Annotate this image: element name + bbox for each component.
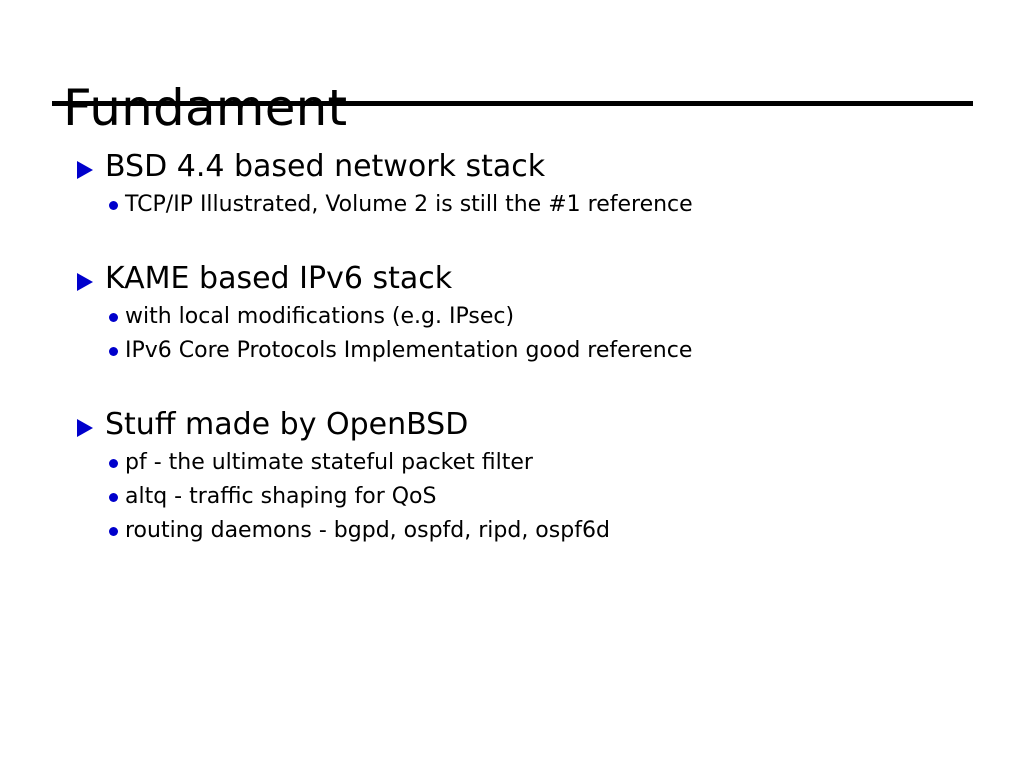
- bullet-group: KAME based IPv6 stack with local modific…: [0, 260, 1024, 368]
- level2-bullet-label: pf - the ultimate stateful packet filter: [125, 450, 533, 475]
- dot-bullet-icon: [109, 313, 118, 322]
- level2-bullet-item: IPv6 Core Protocols Implementation good …: [0, 334, 1024, 368]
- dot-bullet-icon: [109, 201, 118, 210]
- bullet-group: BSD 4.4 based network stack TCP/IP Illus…: [0, 148, 1024, 222]
- level1-bullet-label: KAME based IPv6 stack: [105, 261, 453, 296]
- triangle-right-bullet-icon: [77, 273, 93, 291]
- level2-bullet-label: routing daemons - bgpd, ospfd, ripd, osp…: [125, 518, 610, 543]
- level2-bullet-label: with local modifications (e.g. IPsec): [125, 304, 515, 329]
- level2-bullet-item: pf - the ultimate stateful packet filter: [0, 446, 1024, 480]
- slide-body-content: BSD 4.4 based network stack TCP/IP Illus…: [0, 148, 1024, 548]
- bullet-group: Stuff made by OpenBSD pf - the ultimate …: [0, 406, 1024, 548]
- level1-bullet-item: Stuff made by OpenBSD: [0, 406, 1024, 446]
- level2-bullet-item: altq - traffic shaping for QoS: [0, 480, 1024, 514]
- level2-bullet-item: with local modifications (e.g. IPsec): [0, 300, 1024, 334]
- title-underline-rule: [52, 101, 973, 106]
- level2-bullet-item: TCP/IP Illustrated, Volume 2 is still th…: [0, 188, 1024, 222]
- level2-bullet-label: altq - traffic shaping for QoS: [125, 484, 437, 509]
- dot-bullet-icon: [109, 493, 118, 502]
- level2-bullet-label: IPv6 Core Protocols Implementation good …: [125, 338, 693, 363]
- triangle-right-bullet-icon: [77, 161, 93, 179]
- dot-bullet-icon: [109, 527, 118, 536]
- level2-bullet-item: routing daemons - bgpd, ospfd, ripd, osp…: [0, 514, 1024, 548]
- level1-bullet-label: Stuff made by OpenBSD: [105, 407, 469, 442]
- slide-title: Fundament: [63, 78, 348, 137]
- triangle-right-bullet-icon: [77, 419, 93, 437]
- dot-bullet-icon: [109, 347, 118, 356]
- level1-bullet-item: KAME based IPv6 stack: [0, 260, 1024, 300]
- dot-bullet-icon: [109, 459, 118, 468]
- level2-bullet-label: TCP/IP Illustrated, Volume 2 is still th…: [125, 192, 693, 217]
- level1-bullet-label: BSD 4.4 based network stack: [105, 149, 546, 184]
- level1-bullet-item: BSD 4.4 based network stack: [0, 148, 1024, 188]
